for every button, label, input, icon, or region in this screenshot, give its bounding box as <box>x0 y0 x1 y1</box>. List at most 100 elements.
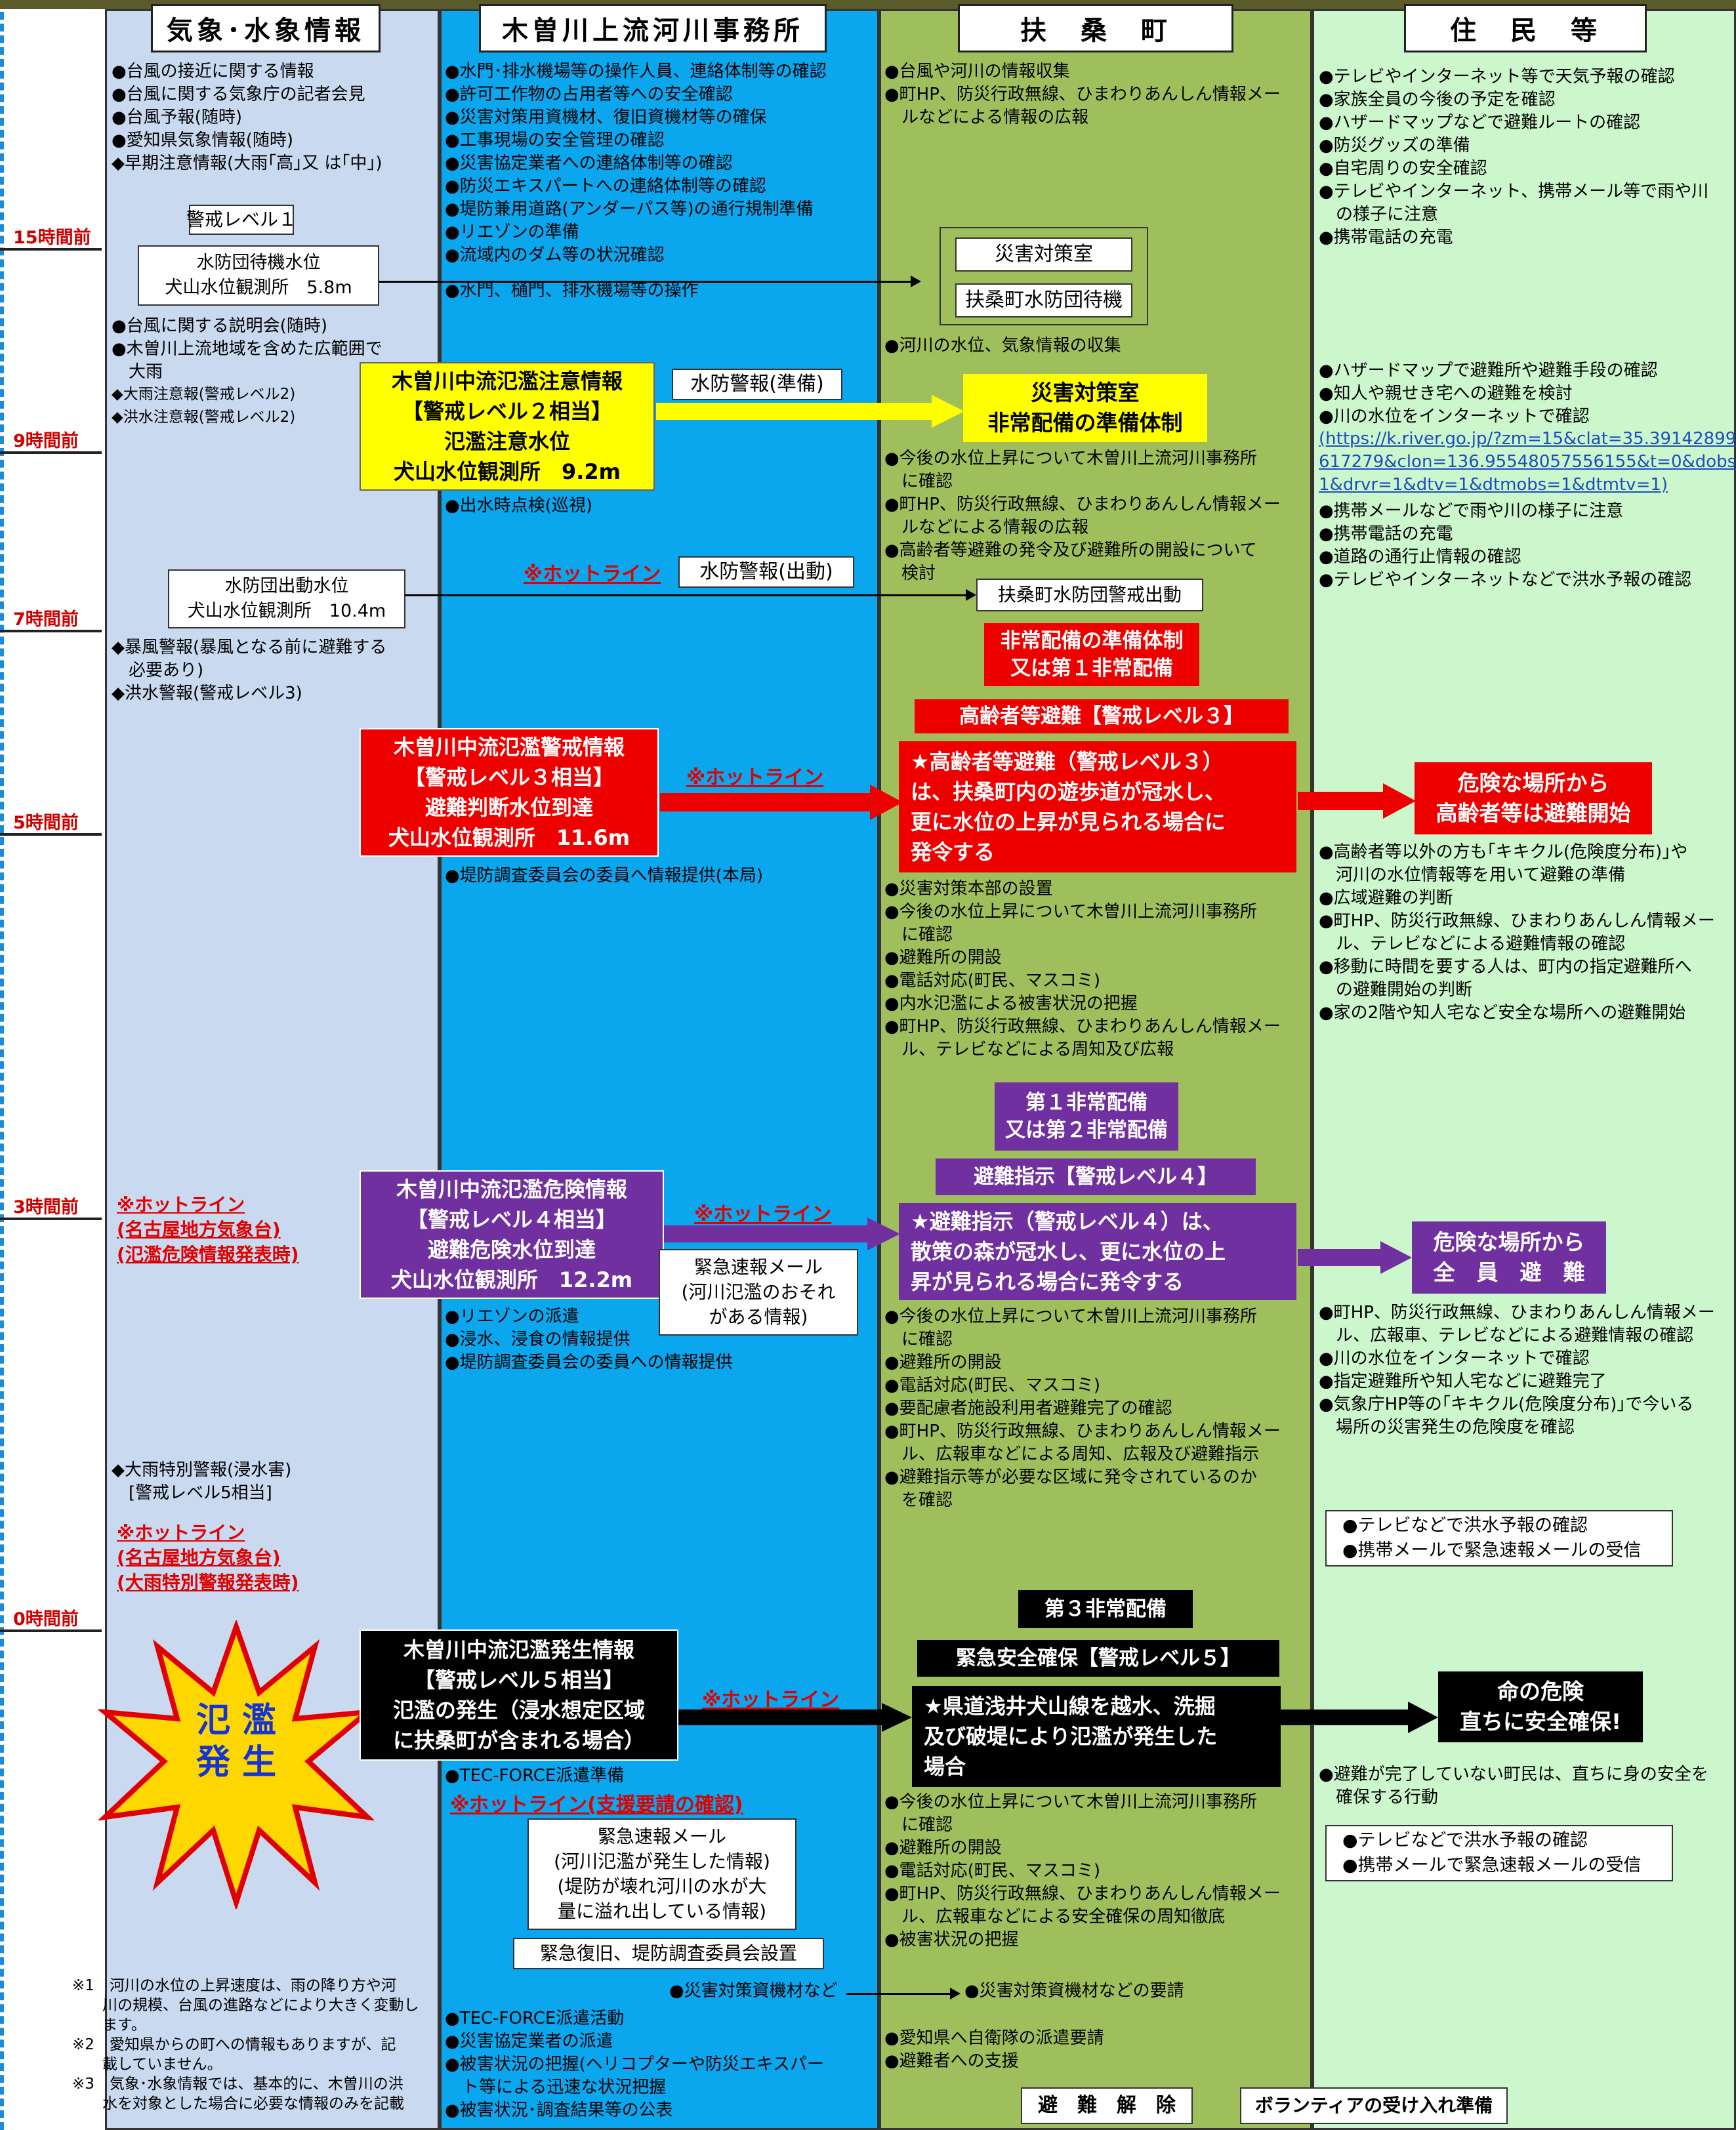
hotline-office-4: ※ホットライン <box>702 1689 840 1711</box>
town-dispatch-box: 扶桑町水防団警戒出動 <box>976 579 1203 611</box>
time-label-7h: 7時間前 <box>13 609 79 630</box>
residents-info-3: ●携帯メールなどで雨や川の様子に注意 ●携帯電話の充電 ●道路の通行止情報の確認… <box>1319 501 1692 590</box>
hotline-meteorological-0h: ※ホットライン (名古屋地方気象台) (大雨特別警報発表時) <box>117 1522 299 1593</box>
residents-info-4: ●高齢者等以外の方も｢キキクル(危険度分布)｣や 河川の水位情報等を用いて避難の… <box>1319 842 1715 1023</box>
urgent-mail-box-2: 緊急速報メール (河川氾濫が発生した情報) (堤防が壊れ河川の水が大 量に溢れ出… <box>527 1818 796 1930</box>
time-line-7h <box>0 630 102 632</box>
flood-warning-dispatch-box: 水防警報(出動) <box>678 556 854 588</box>
town-materials: ●災害対策資機材などの要請 <box>964 1981 1184 2001</box>
residents-life-danger: 命の危険 直ちに安全確保! <box>1438 1671 1643 1742</box>
town-hq-frame <box>940 227 1148 325</box>
town-level4-label: 避難指示【警戒レベル４】 <box>936 1158 1256 1195</box>
alert-level-1: 警戒レベル１ <box>186 205 297 235</box>
town-info-1: ●台風や河川の情報収集 ●町HP、防災行政無線、ひまわりあんしん情報メー ルなど… <box>884 62 1281 127</box>
volunteer-prep-box: ボランティアの受け入れ準備 <box>1240 2087 1508 2124</box>
town-level4-main: ★避難指示（警戒レベル４）は、 散策の森が冠水し、更に水位の上 昇が見られる場合… <box>899 1203 1296 1300</box>
residents-info-1: ●テレビやインターネット等で天気予報の確認 ●家族全員の今後の予定を確認 ●ハザ… <box>1319 67 1709 247</box>
arrow-danger-town <box>664 1218 900 1250</box>
footnotes: ※1 河川の水位の上昇速度は、雨の降り方や河 川の規模、台風の進路などにより大き… <box>72 1977 419 2112</box>
town-info-5: ●今後の水位上昇について木曽川上流河川事務所 に確認 ●避難所の開設 ●電話対応… <box>884 1792 1281 1950</box>
flood-burst-text: 氾 濫 発 生 <box>196 1701 277 1782</box>
residents-box-2: ●テレビなどで洪水予報の確認 ●携帯メールで緊急速報メールの受信 <box>1325 1825 1673 1881</box>
time-line-0h <box>0 1629 102 1632</box>
arrow-alert-residents <box>1298 783 1416 819</box>
office-info-2: ●リエゾンの派遣 ●浸水、浸食の情報提供 ●堤防調査委員会の委員への情報提供 <box>445 1307 733 1372</box>
flood-burst-icon <box>98 1620 374 1909</box>
hotline-office-1: ※ホットライン <box>524 563 661 586</box>
residents-info-2: ●ハザードマップで避難所や避難手段の確認 ●知人や親せき宅への避難を検討 ●川の… <box>1319 361 1658 426</box>
arrow-materials-head <box>950 1988 961 1999</box>
office-tecforce-prep: ●TEC-FORCE派遣準備 <box>445 1766 625 1786</box>
arrow-danger-residents <box>1298 1241 1412 1274</box>
flood-danger-box: 木曽川中流氾濫危険情報 【警戒レベル４相当】 避難危険水位到達 犬山水位観測所 … <box>360 1170 664 1299</box>
town-info-6: ●愛知県へ自衛隊の派遣要請 ●避難者への支援 <box>884 2028 1104 2071</box>
urgent-mail-box-1: 緊急速報メール (河川氾濫のおそれ がある情報) <box>659 1249 858 1336</box>
time-label-5h: 5時間前 <box>13 813 79 833</box>
town-prep-yellow: 災害対策室 非常配備の準備体制 <box>963 374 1207 442</box>
weather-info-2: ●台風に関する説明会(随時) ●木曽川上流地域を含めた広範囲で 大雨 <box>112 316 382 382</box>
header-town: 扶 桑 町 <box>958 4 1233 52</box>
office-levee-info: ●堤防調査委員会の委員へ情報提供(本局) <box>445 866 763 886</box>
header-residents: 住 民 等 <box>1404 4 1647 52</box>
town-info-2: ●今後の水位上昇について木曽川上流河川事務所 に確認 ●町HP、防災行政無線、ひ… <box>884 449 1281 583</box>
residents-elderly-evacuate: 危険な場所から 高齢者等は避難開始 <box>1415 762 1652 834</box>
arrow-alert-town <box>660 785 903 820</box>
arrow-caution <box>656 395 964 428</box>
time-label-0h: 0時間前 <box>13 1609 79 1629</box>
arrow-flood-residents <box>1281 1702 1438 1733</box>
town-info-3: ●災害対策本部の設置 ●今後の水位上昇について木曽川上流河川事務所 に確認 ●避… <box>884 879 1281 1059</box>
header-weather: 気象･水象情報 <box>151 4 381 52</box>
town-level3-main: ★高齢者等避難（警戒レベル３） は、扶桑町内の遊歩道が冠水し、 更に水位の上昇が… <box>899 741 1296 872</box>
arrow-standby-line <box>379 281 911 283</box>
office-materials: ●災害対策資機材など <box>669 1981 838 2001</box>
weather-advisories: ◆大雨注意報(警戒レベル2) ◆洪水注意報(警戒レベル2) <box>112 386 296 426</box>
arrow-flood-town <box>678 1703 912 1732</box>
town-level5-main: ★県道浅井犬山線を越水、洗掘 及び破堤により氾濫が発生した 場合 <box>912 1686 1281 1787</box>
evacuation-release-box: 避 難 解 除 <box>1021 2087 1193 2124</box>
weather-info-1: ●台風の接近に関する情報 ●台風に関する気象庁の記者会見 ●台風予報(随時) ●… <box>112 62 382 173</box>
timeline-axis <box>0 0 105 2130</box>
arrow-standby-head <box>911 276 921 287</box>
time-line-5h <box>0 833 102 836</box>
town-standby-box: 扶桑町水防団待機 <box>955 283 1132 317</box>
arrow-dispatch-line <box>405 594 966 596</box>
time-label-9h: 9時間前 <box>13 431 79 451</box>
standby-level-box: 水防団待機水位 犬山水位観測所 5.8m <box>138 245 379 306</box>
hotline-support-request: ※ホットライン(支援要請の確認) <box>450 1793 743 1816</box>
flood-caution-box: 木曽川中流氾濫注意情報 【警戒レベル２相当】 氾濫注意水位 犬山水位観測所 9.… <box>360 362 655 491</box>
town-prep-red: 非常配備の準備体制 又は第１非常配備 <box>984 623 1199 686</box>
flood-alert-box: 木曽川中流氾濫警戒情報 【警戒レベル３相当】 避難判断水位到達 犬山水位観測所 … <box>360 728 659 857</box>
flood-occurred-box: 木曽川中流氾濫発生情報 【警戒レベル５相当】 氾濫の発生（浸水想定区域 に扶桑町… <box>360 1629 678 1761</box>
flood-warning-prep-box: 水防警報(準備) <box>672 369 842 400</box>
dispatch-level-box: 水防団出動水位 犬山水位観測所 10.4m <box>168 569 405 628</box>
town-prep-black: 第３非常配備 <box>1018 1590 1193 1628</box>
weather-special-warning: ◆大雨特別警報(浸水害) [警戒レベル5相当] <box>112 1460 292 1503</box>
time-label-15h: 15時間前 <box>13 228 91 248</box>
office-patrol: ●出水時点検(巡視) <box>445 496 592 516</box>
hotline-office-3: ※ホットライン <box>694 1203 832 1226</box>
town-info-4: ●今後の水位上昇について木曽川上流河川事務所 に確認 ●避難所の開設 ●電話対応… <box>884 1307 1281 1510</box>
hotline-meteorological-3h: ※ホットライン (名古屋地方気象台) (氾濫危険情報発表時) <box>117 1194 299 1265</box>
residents-box-1: ●テレビなどで洪水予報の確認 ●携帯メールで緊急速報メールの受信 <box>1325 1510 1673 1567</box>
office-info-3: ●TEC-FORCE派遣活動 ●災害協定業者の派遣 ●被害状況の把握(ヘリコプタ… <box>445 2009 825 2120</box>
weather-warnings: ◆暴風警報(暴風となる前に避難する 必要あり) ◆洪水警報(警戒レベル3) <box>112 638 387 703</box>
office-info-1: ●水門･排水機場等の操作人員、連絡体制等の確認 ●許可工作物の占用者等への安全確… <box>445 62 827 265</box>
river-info-url[interactable]: (https://k.river.go.jp/?zm=15&clat=35.39… <box>1319 429 1736 495</box>
time-label-3h: 3時間前 <box>13 1197 79 1218</box>
time-line-9h <box>0 451 102 454</box>
recovery-box: 緊急復旧、堤防調査委員会設置 <box>513 1938 824 1969</box>
time-line-15h <box>0 248 102 251</box>
town-hq-box: 災害対策室 <box>955 237 1132 272</box>
arrow-materials-line <box>846 1993 951 1995</box>
town-prep-purple: 第１非常配備 又は第２非常配備 <box>995 1082 1178 1151</box>
office-gates: ●水門、樋門、排水機場等の操作 <box>445 281 699 300</box>
town-water-info: ●河川の水位、気象情報の収集 <box>884 336 1121 356</box>
arrow-dispatch-head <box>966 589 976 601</box>
town-level3-label: 高齢者等避難【警戒レベル３】 <box>915 699 1289 733</box>
time-line-3h <box>0 1218 102 1220</box>
river-info-link[interactable]: (https://k.river.go.jp/?zm=15&clat=35.39… <box>1319 428 1736 497</box>
residents-column <box>1312 9 1736 2130</box>
hotline-office-2: ※ホットライン <box>686 766 824 789</box>
header-office: 木曽川上流河川事務所 <box>479 4 827 52</box>
top-bar <box>0 0 1736 9</box>
